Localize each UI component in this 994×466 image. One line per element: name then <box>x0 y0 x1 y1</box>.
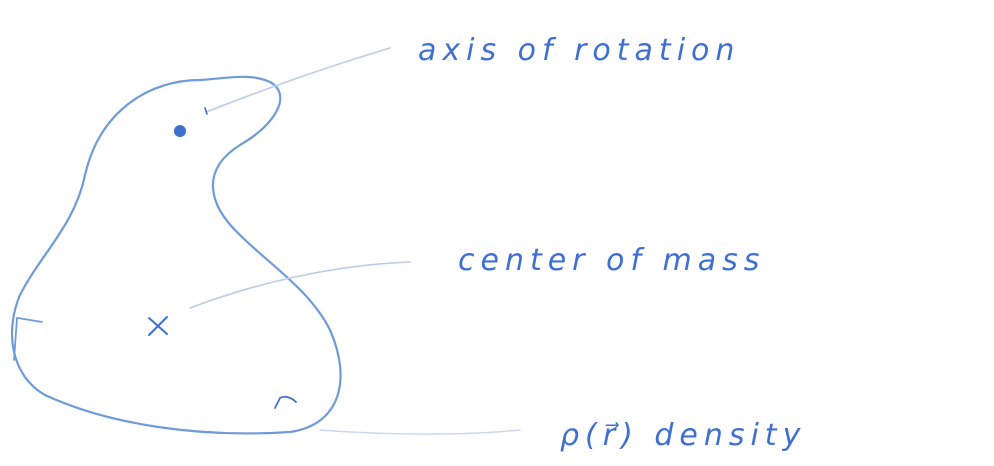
center-of-mass-cross <box>148 316 168 336</box>
axis-of-rotation-dot <box>174 125 186 137</box>
center-of-mass-label: center of mass <box>458 243 765 278</box>
position-r-mark <box>274 395 297 409</box>
body-outline <box>10 75 342 435</box>
density-label: ρ(r⃗) density <box>560 418 806 453</box>
density-leader-line <box>319 429 521 435</box>
axis-dot-mark <box>204 107 208 115</box>
axis-of-rotation-label: axis of rotation <box>418 33 740 68</box>
center-leader-line <box>189 261 411 309</box>
axis-leader-line <box>205 47 391 113</box>
outline-tick-left <box>13 317 43 361</box>
